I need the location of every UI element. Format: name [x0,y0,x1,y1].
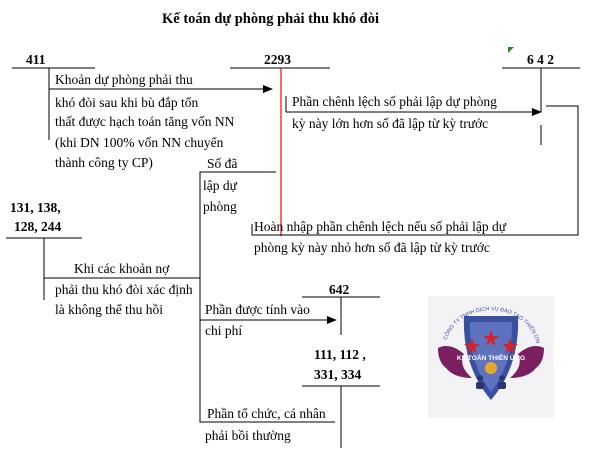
entry-4-line-2: phòng kỳ này nhỏ hơn số đã lập từ kỳ trư… [254,240,490,255]
account-642-top: 6 4 2 [527,52,554,67]
logo-emblem [485,362,497,374]
entry-1-line-1: Khoản dự phòng phải thu [55,72,193,87]
entry-5-line-3: là không thể thu hồi [55,302,163,317]
page-title: Kế toán dự phòng phải thu khó đòi [162,11,380,27]
account-642-mid: 642 [329,282,350,297]
company-logo: CÔNG TY TNHH DỊCH VỤ ĐÀO TẠO THIÊN ỨNG K… [428,296,554,418]
logo-shield-inner [469,322,513,392]
green-tick-mark [508,47,514,53]
account-2293: 2293 [264,52,291,67]
entry-4-line-1: Hoàn nhập phần chênh lệch nếu số phải lậ… [254,219,507,234]
account-331-334: 331, 334 [314,367,362,382]
account-128-244: 128, 244 [14,219,62,234]
account-131-138: 131, 138, [10,200,61,215]
logo-wing-right [510,346,544,378]
entry-2-line-1: Phần chênh lệch số phải lập dự phòng [292,94,497,109]
entry-5-line-1: Khi các khoản nợ [74,261,170,276]
entry-3-line-3: phòng [203,199,237,214]
account-111-112: 111, 112 , [314,347,366,362]
logo-wing-left [438,346,472,378]
line-so-da-lap [199,171,335,423]
entry-7-line-2: phải bồi thường [205,428,291,443]
entry-1-line-2: khó đòi sau khi bù đắp tổn [55,95,199,110]
logo-text-main: KẾ TOÁN THIÊN ỨNG [457,352,525,362]
entry-6-line-2: chi phí [205,323,243,338]
entry-1-line-3: thất được hạch toán tăng vốn NN [55,114,235,129]
entry-1-line-5: thành công ty CP) [55,155,153,170]
logo-stars [464,330,518,354]
entry-3-line-2: lập dự [203,178,237,193]
entry-1-line-4: (khi DN 100% vốn NN chuyển [55,135,224,150]
entry-3-line-1: Số đã [207,156,238,171]
entry-5-line-2: phải thu khó đòi xác định [55,282,193,297]
logo-people [476,375,506,389]
arrow-642-to-2293-reversal [251,105,579,236]
account-411: 411 [26,52,46,67]
entry-7-line-1: Phần tổ chức, cá nhân [207,406,326,421]
entry-6-line-1: Phần được tính vào [205,302,310,317]
entry-2-line-2: kỳ này lớn hơn số đã lập từ kỳ trước [292,116,489,131]
